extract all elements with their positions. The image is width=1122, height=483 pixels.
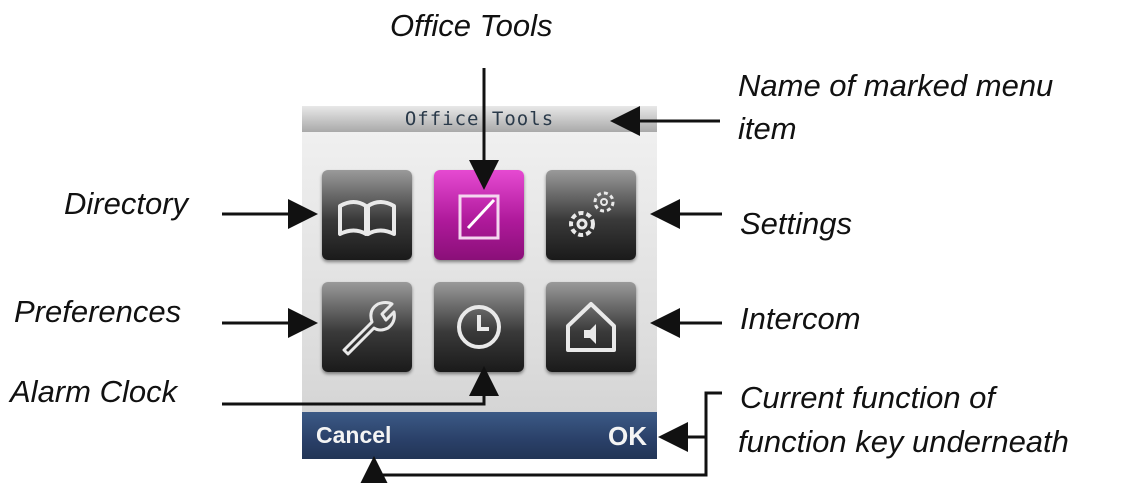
clock-icon bbox=[457, 305, 501, 349]
arrow-alarm-clock bbox=[222, 366, 499, 406]
wrench-icon bbox=[342, 301, 396, 356]
screen-title-bar: Office Tools bbox=[302, 106, 657, 132]
label-intercom: Intercom bbox=[740, 301, 861, 336]
softkey-bar: Cancel OK bbox=[302, 412, 657, 459]
label-settings: Settings bbox=[740, 206, 853, 241]
gears-icon bbox=[569, 191, 615, 237]
house-speaker-icon bbox=[566, 302, 616, 352]
cancel-softkey[interactable]: Cancel bbox=[316, 422, 392, 448]
label-alarm-clock: Alarm Clock bbox=[10, 374, 178, 409]
intercom-tile[interactable] bbox=[546, 282, 636, 372]
bracket-function bbox=[359, 391, 722, 483]
notepad-pencil-icon bbox=[458, 194, 500, 240]
label-directory: Directory bbox=[64, 186, 189, 221]
book-icon bbox=[338, 200, 396, 236]
label-preferences: Preferences bbox=[14, 294, 182, 329]
directory-tile[interactable] bbox=[322, 170, 412, 260]
settings-tile[interactable] bbox=[546, 170, 636, 260]
ok-softkey[interactable]: OK bbox=[608, 421, 647, 451]
label-function-line1: Current function of bbox=[740, 380, 996, 415]
preferences-tile[interactable] bbox=[322, 282, 412, 372]
phone-screen: Office Tools bbox=[302, 106, 657, 459]
label-marked-item-line1: Name of marked menu bbox=[738, 68, 1054, 103]
label-function-line2: function key underneath bbox=[738, 424, 1069, 459]
screen-title: Office Tools bbox=[404, 108, 555, 130]
alarm-clock-tile[interactable] bbox=[434, 282, 524, 372]
label-marked-item-line2: item bbox=[738, 111, 797, 146]
label-office-tools: Office Tools bbox=[390, 8, 553, 43]
